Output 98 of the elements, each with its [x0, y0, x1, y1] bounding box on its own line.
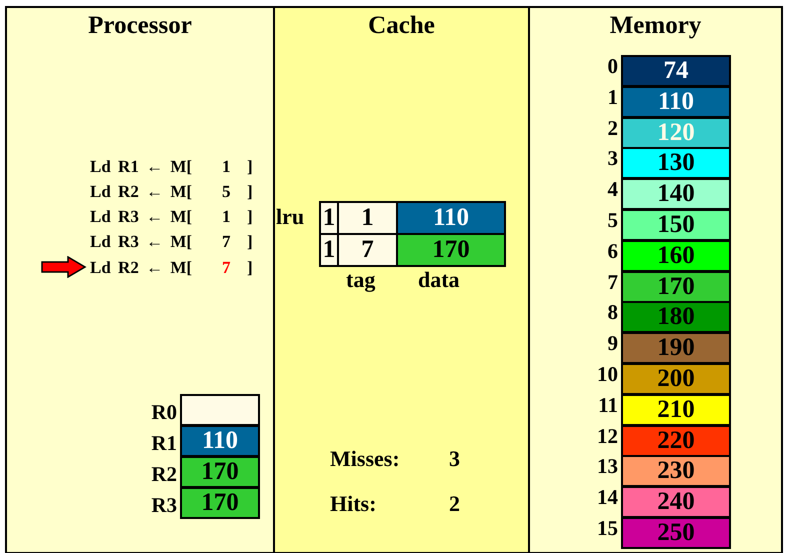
bracket: ] [247, 158, 253, 176]
cell-value: 230 [657, 458, 695, 484]
register-name: R1 [151, 432, 177, 454]
panel-heading: Cache [367, 12, 436, 40]
memory-cell [621, 240, 731, 272]
cell-value: 110 [432, 205, 470, 231]
cache-cell [396, 201, 506, 235]
cell-value: 170 [201, 459, 239, 485]
cell-value: 170 [201, 490, 239, 516]
counter-value: 3 [449, 447, 460, 471]
counter-label: Hits: [330, 492, 376, 516]
memory-cell [621, 86, 731, 118]
bracket: ] [247, 233, 253, 251]
instruction: Ld R3 ← M[ [90, 208, 192, 226]
address-number: 7 [608, 270, 618, 293]
cache-cell [337, 233, 398, 267]
address-number: 12 [597, 424, 618, 447]
cell-value: 170 [657, 274, 695, 300]
cell-value: 130 [657, 150, 695, 176]
register-name: R0 [151, 401, 177, 423]
address-number: 15 [597, 517, 618, 539]
instruction: Ld R2 ← M[ [90, 259, 192, 277]
panel [273, 6, 530, 553]
cell-value: 160 [657, 242, 695, 269]
address-number: 2 [608, 116, 618, 139]
cell-value: 210 [657, 396, 695, 423]
cell-value: 150 [657, 212, 695, 238]
panel [528, 6, 783, 553]
address-number: 6 [608, 240, 618, 262]
panel-heading: Processor [87, 12, 193, 40]
memory-cell [621, 517, 731, 549]
memory-cell [621, 424, 731, 457]
instruction: Ld R3 ← M[ [90, 233, 192, 251]
address-number: 9 [608, 332, 618, 354]
register-name: R2 [151, 463, 177, 485]
bracket: ] [247, 259, 253, 277]
memory-cell [621, 332, 731, 364]
cache-cell [319, 233, 339, 267]
cell-value: 170 [432, 237, 470, 263]
cell-value: 7 [361, 237, 374, 263]
address-operand: 7 [222, 233, 230, 251]
address-number: 0 [608, 55, 618, 77]
cell-value: 120 [657, 120, 695, 146]
address-number: 5 [608, 209, 618, 231]
memory-cell [621, 486, 731, 518]
counter-value: 2 [449, 492, 460, 516]
memory-cell [621, 147, 731, 180]
cell-value: 1 [322, 237, 336, 263]
memory-cell [621, 55, 731, 87]
memory-cell [621, 270, 731, 303]
cell-value: 1 [322, 205, 336, 231]
address-number: 3 [608, 147, 618, 170]
register [180, 456, 260, 488]
address-number: 1 [608, 86, 618, 108]
cell-value: 190 [657, 335, 695, 362]
cache-cell [337, 201, 398, 235]
panel-heading: Memory [608, 12, 702, 40]
counter-label: Misses: [330, 447, 400, 471]
address-operand: 1 [222, 158, 230, 176]
cell-value: 200 [657, 366, 695, 392]
cell-value: 110 [658, 88, 694, 115]
panel [5, 6, 275, 553]
empty-register [180, 394, 260, 426]
address-number: 14 [597, 486, 618, 508]
address-operand: 7 [222, 259, 230, 277]
cache-cell [396, 233, 506, 267]
address-number: 8 [608, 301, 618, 324]
address-operand: 5 [222, 183, 230, 201]
instruction: Ld R2 ← M[ [90, 183, 192, 201]
cell-value: 140 [657, 181, 695, 208]
register [180, 425, 260, 457]
cell-value: 74 [664, 58, 688, 84]
memory-cell [621, 178, 731, 210]
cell-value: 1 [361, 205, 374, 231]
bracket: ] [247, 183, 253, 201]
memory-cell [621, 455, 731, 488]
register-name: R3 [151, 494, 177, 516]
address-number: 11 [598, 394, 618, 416]
column-header: tag [346, 268, 376, 292]
cell-value: 180 [657, 304, 695, 330]
address-number: 10 [597, 363, 618, 385]
address-number: 4 [608, 178, 618, 200]
memory-cell [621, 394, 731, 426]
address-number: 13 [597, 455, 618, 478]
memory-cell [621, 116, 731, 149]
cell-value: 240 [657, 489, 695, 516]
memory-cell [621, 363, 731, 395]
bracket: ] [247, 208, 253, 226]
cell-value: 110 [202, 428, 238, 454]
instruction: Ld R1 ← M[ [90, 158, 192, 176]
cell-value: 250 [657, 520, 695, 546]
memory-cell [621, 209, 731, 241]
register [180, 487, 260, 519]
row-header: lru [276, 205, 304, 229]
address-operand: 1 [222, 208, 230, 226]
cell-value: 220 [657, 428, 695, 454]
column-header: data [418, 268, 460, 292]
memory-cell [621, 301, 731, 334]
